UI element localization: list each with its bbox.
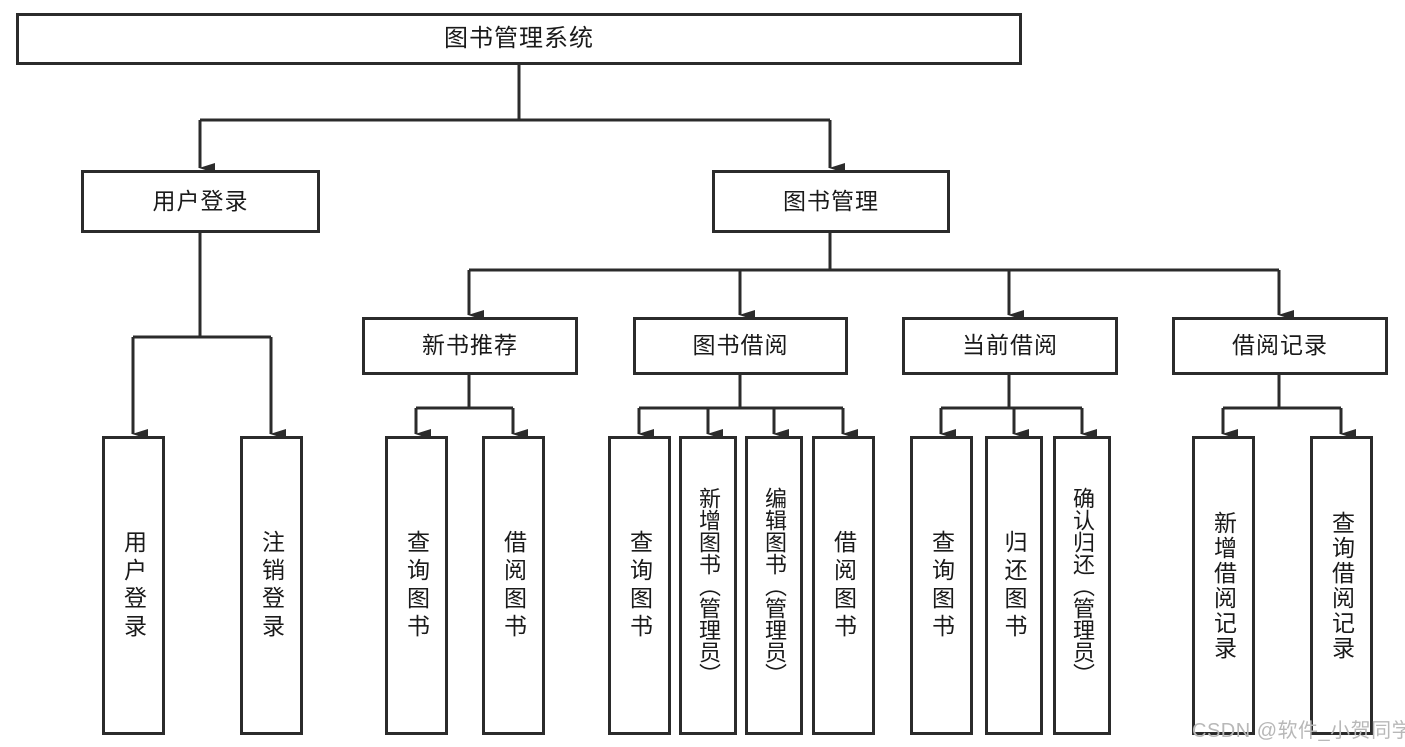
- leaf-add-book-admin[interactable]: 新增图书（管理员）: [679, 436, 737, 735]
- leaf-add-borrow-record[interactable]: 新增借阅记录: [1192, 436, 1255, 735]
- node-root-system[interactable]: 图书管理系统: [16, 13, 1022, 65]
- node-book-management[interactable]: 图书管理: [712, 170, 950, 233]
- leaf-edit-book-admin[interactable]: 编辑图书（管理员）: [745, 436, 803, 735]
- leaf-borrow-book-recommend[interactable]: 借阅图书: [482, 436, 545, 735]
- node-book-borrow[interactable]: 图书借阅: [633, 317, 848, 375]
- leaf-query-book-current[interactable]: 查询图书: [910, 436, 973, 735]
- leaf-query-borrow-record[interactable]: 查询借阅记录: [1310, 436, 1373, 735]
- leaf-borrow-book[interactable]: 借阅图书: [812, 436, 875, 735]
- leaf-query-book-recommend[interactable]: 查询图书: [385, 436, 448, 735]
- node-new-book-recommend[interactable]: 新书推荐: [362, 317, 578, 375]
- leaf-user-login[interactable]: 用户登录: [102, 436, 165, 735]
- leaf-confirm-return-admin[interactable]: 确认归还（管理员）: [1053, 436, 1111, 735]
- node-current-borrow[interactable]: 当前借阅: [902, 317, 1118, 375]
- csdn-watermark: CSDN @软件_小贺同学: [1192, 720, 1405, 742]
- leaf-logout[interactable]: 注销登录: [240, 436, 303, 735]
- leaf-query-book-borrow[interactable]: 查询图书: [608, 436, 671, 735]
- node-user-login[interactable]: 用户登录: [81, 170, 320, 233]
- node-borrow-record[interactable]: 借阅记录: [1172, 317, 1388, 375]
- leaf-return-book[interactable]: 归还图书: [985, 436, 1043, 735]
